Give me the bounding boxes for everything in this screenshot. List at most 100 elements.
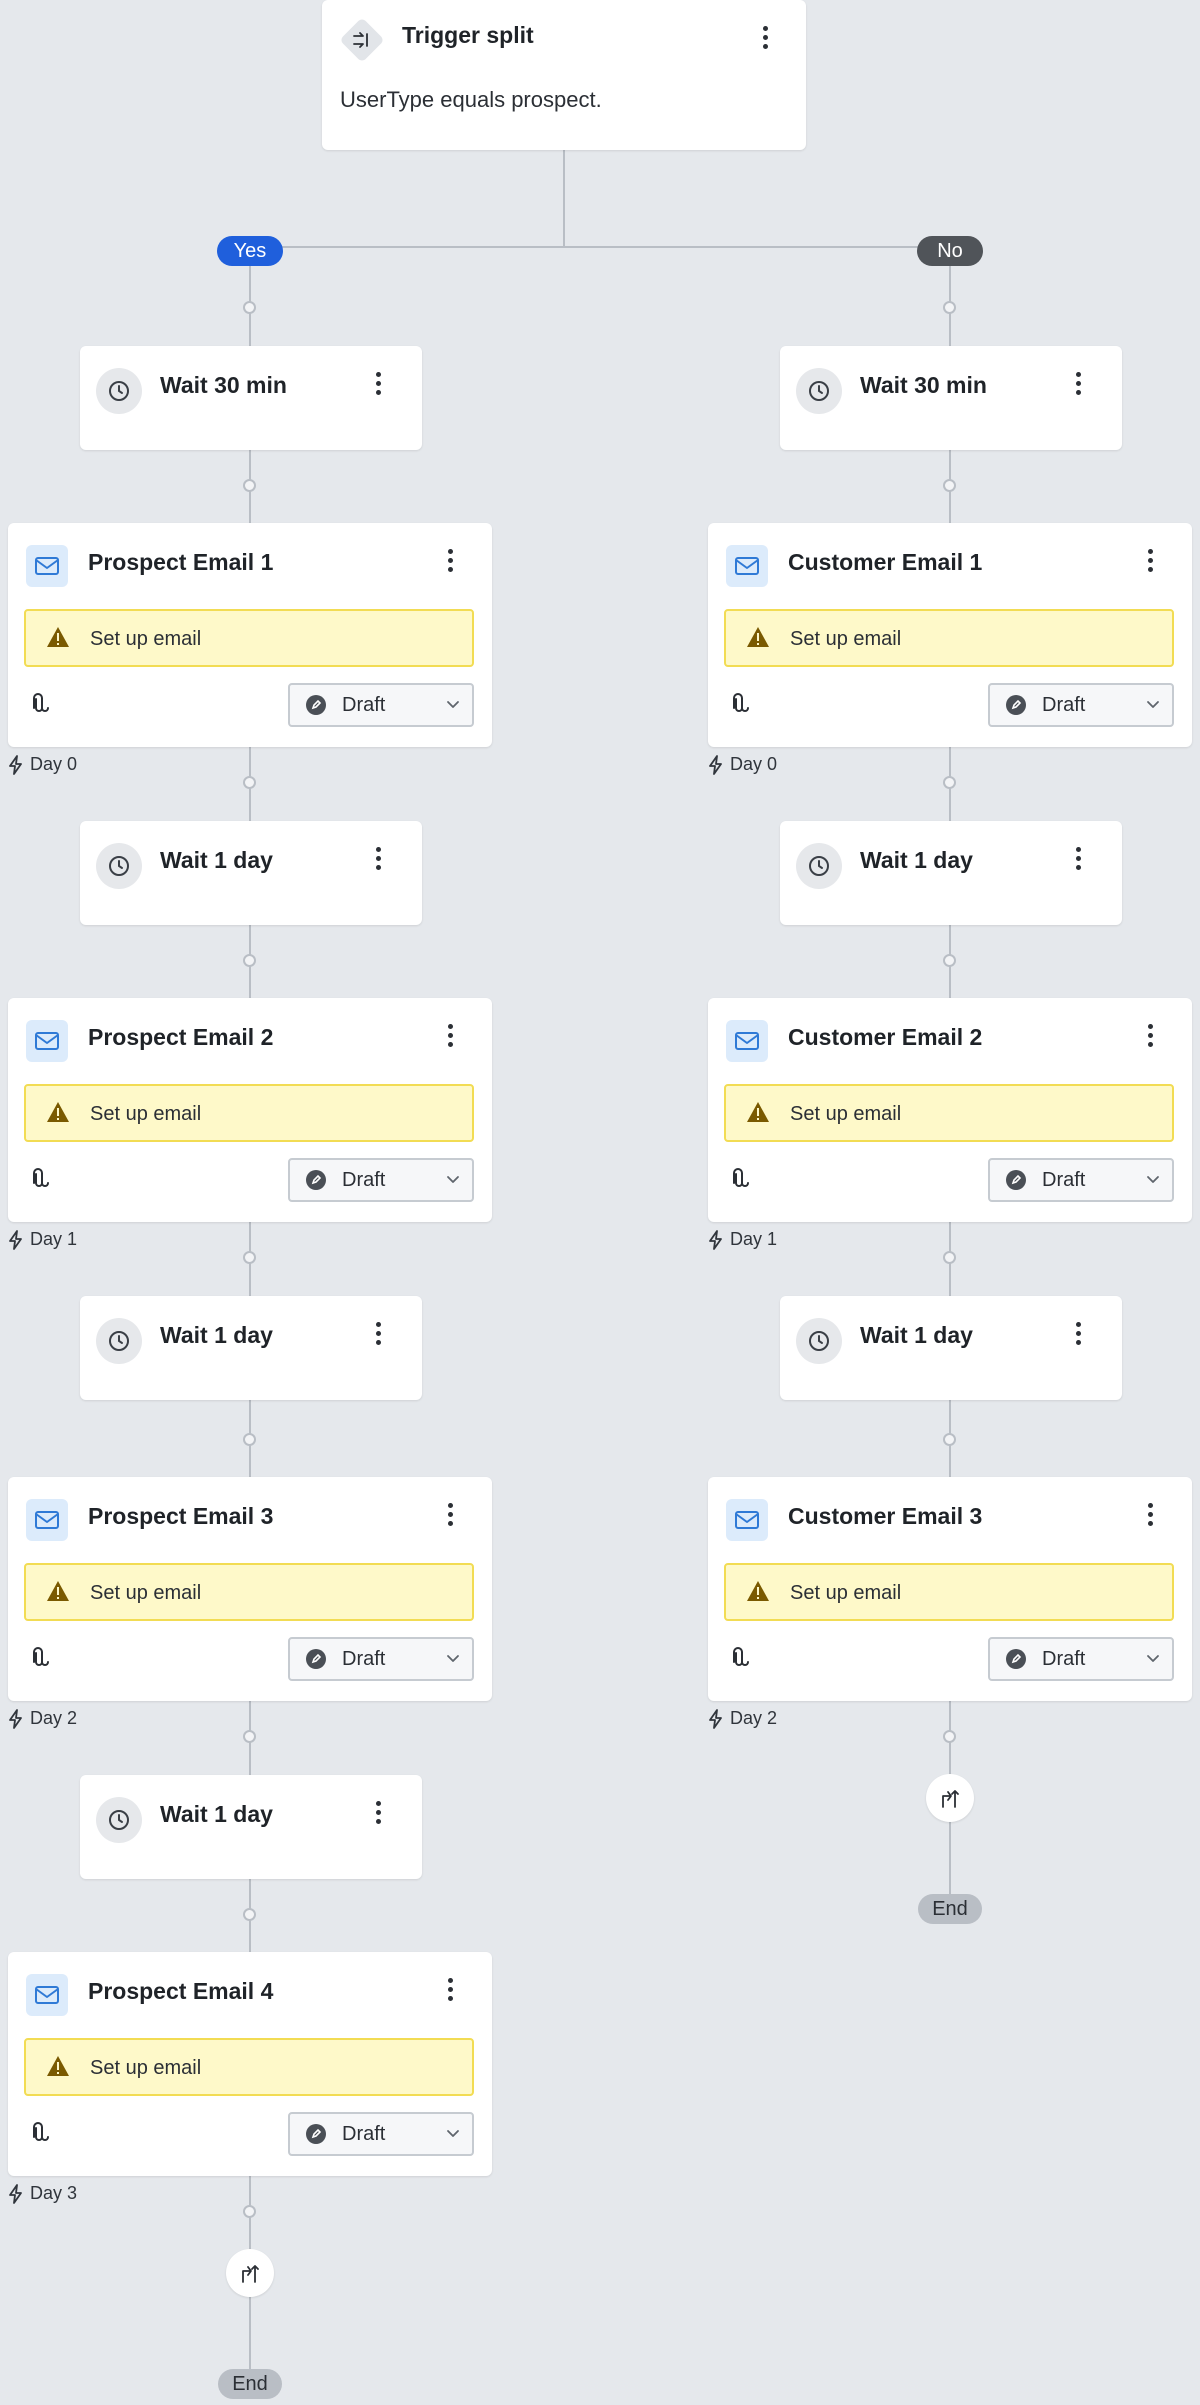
wait-step-card[interactable]: Wait 1 day [80, 1775, 422, 1879]
status-dropdown[interactable]: Draft [988, 1158, 1174, 1202]
lightning-icon [709, 1708, 722, 1729]
status-dropdown[interactable]: Draft [988, 683, 1174, 727]
more-options-icon[interactable] [438, 1018, 462, 1052]
more-options-icon[interactable] [438, 543, 462, 577]
link-icon[interactable] [728, 1168, 750, 1190]
day-text: Day 0 [730, 754, 778, 774]
setup-email-warning[interactable]: Set up email [24, 609, 474, 667]
more-options-icon[interactable] [438, 1972, 462, 2006]
connector-dot [243, 2205, 256, 2218]
setup-email-warning[interactable]: Set up email [24, 1563, 474, 1621]
more-options-icon[interactable] [1066, 366, 1090, 400]
more-options-icon[interactable] [1138, 1497, 1162, 1531]
connector-dot [243, 954, 256, 967]
email-step-card[interactable]: Prospect Email 3 Set up email Draft [8, 1477, 492, 1701]
wait-step-card[interactable]: Wait 1 day [780, 821, 1122, 925]
wait-step-card[interactable]: Wait 30 min [80, 346, 422, 450]
setup-email-warning[interactable]: Set up email [24, 2038, 474, 2096]
trigger-connector [563, 150, 565, 247]
email-step-card[interactable]: Customer Email 1 Set up email Draft [708, 523, 1192, 747]
wait-step-title: Wait 1 day [860, 847, 973, 873]
trigger-split-card[interactable]: Trigger split UserType equals prospect. [322, 0, 806, 150]
clock-icon [796, 368, 842, 414]
more-options-icon[interactable] [1066, 841, 1090, 875]
branch-connector [249, 246, 950, 248]
yes-branch-label: Yes [217, 236, 283, 266]
email-step-card[interactable]: Prospect Email 2 Set up email Draft [8, 998, 492, 1222]
exit-branch-button[interactable] [226, 2249, 274, 2297]
email-step-title: Customer Email 2 [788, 1024, 983, 1050]
clock-icon [96, 368, 142, 414]
branch-merge-icon [942, 1790, 959, 1808]
email-step-title: Prospect Email 4 [88, 1978, 274, 2004]
branch-split-icon [339, 17, 385, 63]
connector-dot [943, 1251, 956, 1264]
exit-branch-button[interactable] [926, 1774, 974, 1822]
warning-icon [747, 627, 769, 647]
more-options-icon[interactable] [1138, 543, 1162, 577]
more-options-icon[interactable] [438, 1497, 462, 1531]
connector-dot [243, 1908, 256, 1921]
pencil-icon [306, 1649, 326, 1669]
setup-email-warning[interactable]: Set up email [724, 1563, 1174, 1621]
more-options-icon[interactable] [1066, 1316, 1090, 1350]
setup-email-warning[interactable]: Set up email [724, 1084, 1174, 1142]
pencil-icon [1006, 1170, 1026, 1190]
pencil-icon [306, 695, 326, 715]
status-dropdown[interactable]: Draft [988, 1637, 1174, 1681]
more-options-icon[interactable] [366, 366, 390, 400]
chevron-down-icon [447, 1655, 459, 1662]
email-step-card[interactable]: Prospect Email 4 Set up email Draft [8, 1952, 492, 2176]
mail-icon [26, 1020, 68, 1062]
wait-step-card[interactable]: Wait 30 min [780, 346, 1122, 450]
warning-text: Set up email [90, 1582, 202, 1604]
link-icon[interactable] [28, 1647, 50, 1669]
mail-icon [726, 1499, 768, 1541]
warning-icon [47, 2056, 69, 2076]
warning-icon [747, 1581, 769, 1601]
status-dropdown[interactable]: Draft [288, 1158, 474, 1202]
status-dropdown[interactable]: Draft [288, 2112, 474, 2156]
mail-icon [26, 545, 68, 587]
warning-text: Set up email [90, 2057, 202, 2079]
status-value: Draft [1042, 1169, 1086, 1191]
clock-icon [96, 843, 142, 889]
trigger-description: UserType equals prospect. [340, 87, 602, 112]
pencil-icon [306, 2124, 326, 2144]
day-text: Day 3 [30, 2183, 78, 2203]
wait-step-title: Wait 1 day [160, 847, 273, 873]
email-step-card[interactable]: Prospect Email 1 Set up email Draft [8, 523, 492, 747]
link-icon[interactable] [28, 1168, 50, 1190]
link-icon[interactable] [728, 693, 750, 715]
connector-dot [243, 776, 256, 789]
setup-email-warning[interactable]: Set up email [724, 609, 1174, 667]
trigger-title: Trigger split [402, 22, 534, 48]
email-step-card[interactable]: Customer Email 2 Set up email Draft [708, 998, 1192, 1222]
chevron-down-icon [1147, 1176, 1159, 1183]
end-marker: End [918, 1894, 982, 1924]
status-dropdown[interactable]: Draft [288, 683, 474, 727]
more-options-icon[interactable] [1138, 1018, 1162, 1052]
link-icon[interactable] [28, 2122, 50, 2144]
setup-email-warning[interactable]: Set up email [24, 1084, 474, 1142]
pencil-icon [1006, 1649, 1026, 1669]
wait-step-card[interactable]: Wait 1 day [80, 821, 422, 925]
more-options-icon[interactable] [366, 1795, 390, 1829]
connector-dot [943, 301, 956, 314]
email-step-card[interactable]: Customer Email 3 Set up email Draft [708, 1477, 1192, 1701]
more-options-icon[interactable] [366, 841, 390, 875]
status-dropdown[interactable]: Draft [288, 1637, 474, 1681]
branch-merge-icon [242, 2265, 259, 2283]
wait-step-card[interactable]: Wait 1 day [780, 1296, 1122, 1400]
lightning-icon [9, 754, 22, 775]
link-icon[interactable] [28, 693, 50, 715]
email-step-title: Prospect Email 2 [88, 1024, 274, 1050]
wait-step-card[interactable]: Wait 1 day [80, 1296, 422, 1400]
chevron-down-icon [1147, 1655, 1159, 1662]
day-label: Day 2 [8, 1708, 77, 1729]
lightning-icon [709, 754, 722, 775]
end-marker: End [218, 2369, 282, 2399]
more-options-icon[interactable] [366, 1316, 390, 1350]
more-options-icon[interactable] [753, 20, 777, 54]
link-icon[interactable] [728, 1647, 750, 1669]
